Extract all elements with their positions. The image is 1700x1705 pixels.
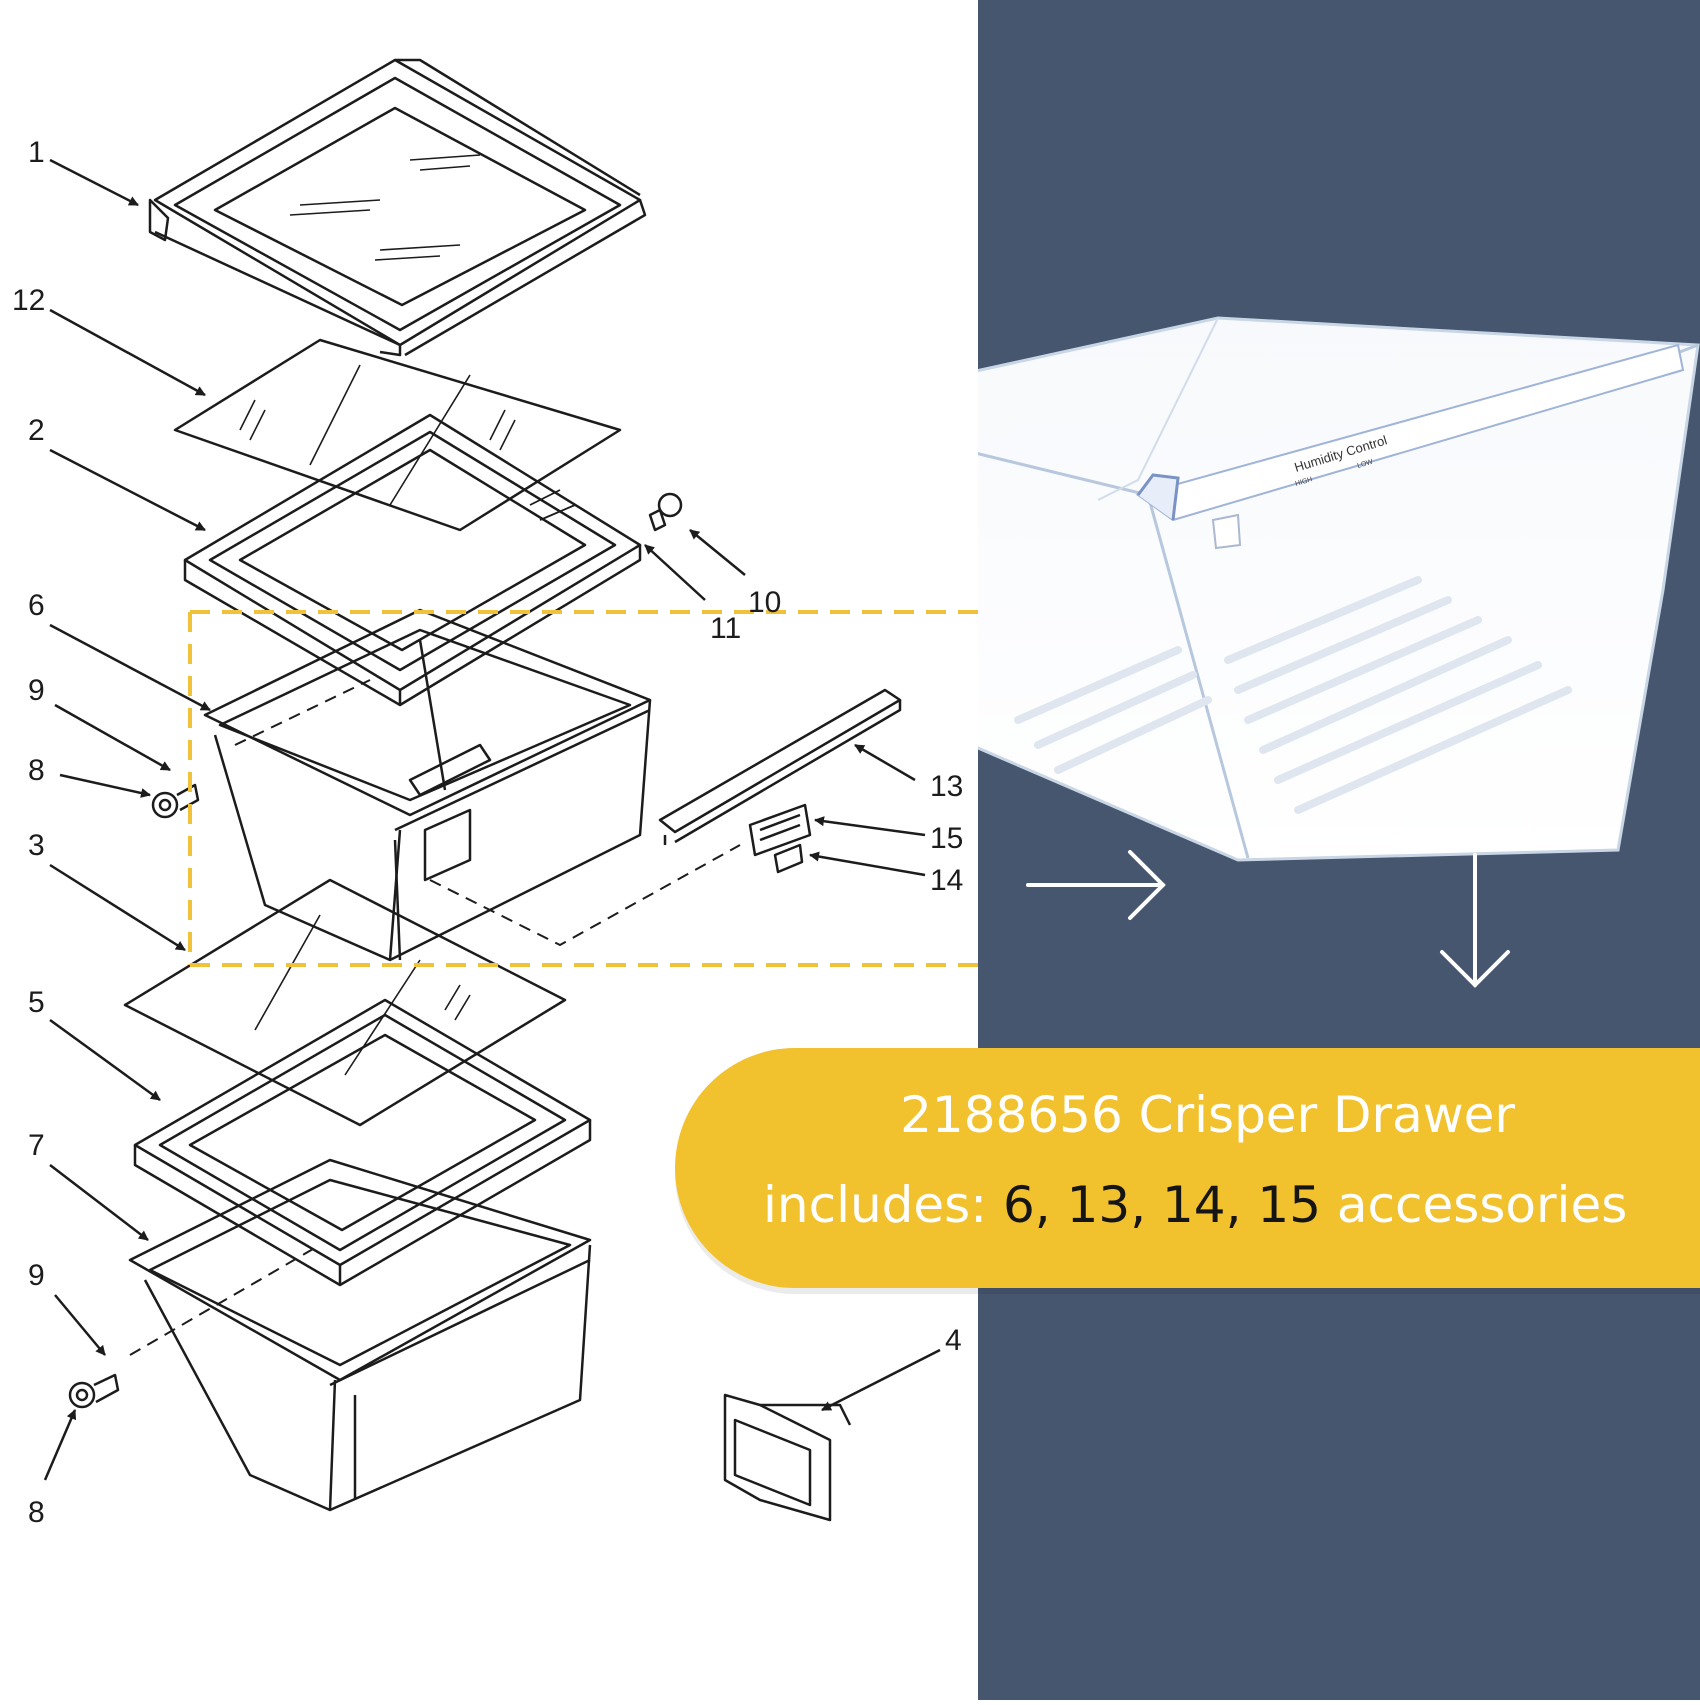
part-13-strip [658,688,902,845]
callout-14: 14 [930,864,963,897]
callout-8-lower: 8 [28,1496,45,1529]
callout-10: 10 [748,586,781,619]
callout-2: 2 [28,414,45,447]
part-14-clip [773,843,804,874]
banner-includes-suffix: accessories [1336,1176,1628,1234]
part-1-shelf [148,58,647,357]
callout-1: 1 [28,136,45,169]
highlight-box-left [188,610,978,967]
banner-title: 2188656 Crisper Drawer [900,1086,1515,1144]
crisper-drawer-photo: Humidity Control HIGH LOW [795,316,1700,988]
part-6-drawer [203,608,652,962]
part-8-9-lower [68,1373,120,1409]
callout-11: 11 [710,612,741,645]
callout-3: 3 [28,829,45,862]
callout-13: 13 [930,770,963,803]
part-2-frame [183,413,642,707]
callout-12: 12 [12,284,45,317]
diagram-line-art: 1 12 2 6 9 8 3 5 7 9 8 10 11 13 15 14 4 [12,58,978,1529]
part-10-11-screws [648,492,683,532]
callout-8-upper: 8 [28,754,45,787]
callout-7: 7 [28,1129,45,1162]
product-banner: 2188656 Crisper Drawer includes: 6, 13, … [675,1048,1700,1288]
part-12-glass [173,338,622,532]
callout-4: 4 [945,1324,962,1357]
part-7-drawer [128,1158,592,1512]
callout-6: 6 [28,589,45,622]
banner-included-parts: 6, 13, 14, 15 [1002,1176,1322,1234]
drawer-floor-ribs [1014,576,1572,814]
product-panel: Humidity Control HIGH LOW [795,0,1700,1700]
part-5-frame [133,998,592,1287]
callout-5: 5 [28,986,45,1019]
callout-15: 15 [930,822,963,855]
humidity-scale-low: LOW [1357,458,1375,469]
part-15-slider [748,803,812,857]
callout-9-lower: 9 [28,1259,45,1292]
banner-includes-prefix: includes: [763,1176,988,1234]
banner-includes-line: includes: 6, 13, 14, 15 accessories [763,1176,1627,1234]
callout-9-upper: 9 [28,674,45,707]
drawer-body [795,316,1700,862]
exploded-parts-diagram: 1 12 2 6 9 8 3 5 7 9 8 10 11 13 15 14 4 [12,58,978,1529]
humidity-scale-high: HIGH [1295,476,1314,488]
part-4-cover [723,1393,852,1522]
arrow-down-icon [1440,853,1510,988]
arrow-right-icon [1026,850,1166,920]
